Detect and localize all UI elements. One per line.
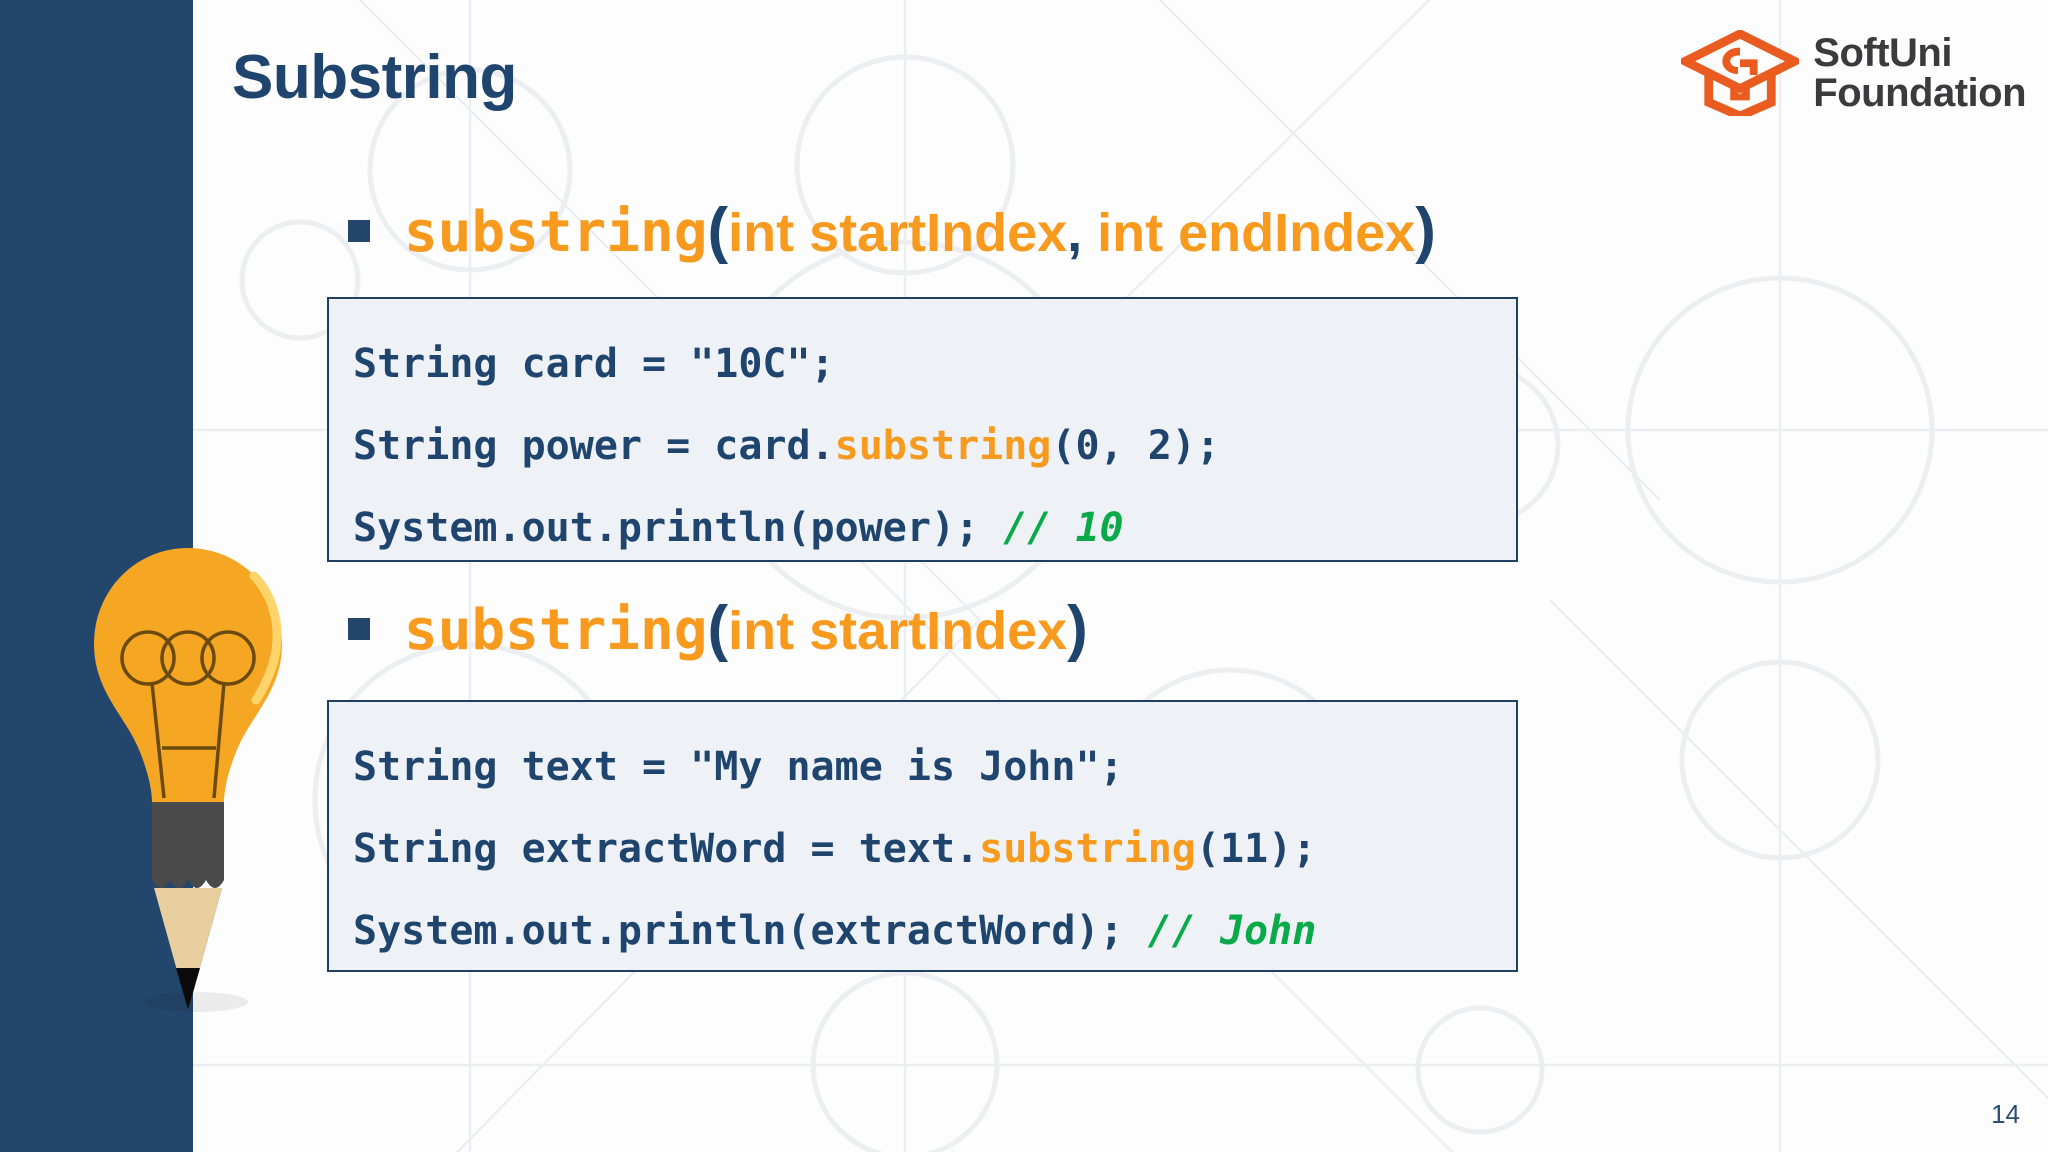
code-keyword: substring bbox=[834, 423, 1052, 469]
code-text: System.out.println(power); bbox=[353, 505, 1004, 551]
method-name: substring bbox=[404, 598, 708, 663]
param-1: int endIndex bbox=[1097, 203, 1416, 263]
code-comment: // 10 bbox=[1003, 505, 1124, 551]
page-title: Substring bbox=[232, 43, 517, 112]
code-block-2: String text = "My name is John"; String … bbox=[327, 700, 1518, 972]
param-separator: , bbox=[1067, 203, 1098, 263]
code-line: System.out.println(power); // 10 bbox=[353, 487, 1516, 569]
lightbulb-pencil-icon bbox=[94, 548, 282, 1012]
code-line: String power = card.substring(0, 2); bbox=[353, 405, 1516, 487]
code-line: String extractWord = text.substring(11); bbox=[353, 808, 1516, 890]
page-number: 14 bbox=[1991, 1099, 2020, 1129]
code-line: System.out.println(extractWord); // John bbox=[353, 890, 1516, 972]
code-block-1: String card = "10C"; String power = card… bbox=[327, 297, 1518, 562]
bullet-signature-2: substring(int startIndex) bbox=[348, 598, 1088, 660]
method-signature: substring(int startIndex) bbox=[404, 598, 1088, 660]
code-text-post: (0, 2); bbox=[1051, 423, 1220, 469]
code-keyword: substring bbox=[979, 826, 1196, 872]
square-bullet-icon bbox=[348, 220, 370, 242]
param-0: int startIndex bbox=[728, 601, 1068, 661]
param-0: int startIndex bbox=[728, 203, 1068, 263]
graduation-cap-icon bbox=[1681, 30, 1800, 116]
method-signature: substring(int startIndex, int endIndex) bbox=[404, 200, 1436, 262]
square-bullet-icon bbox=[348, 618, 370, 640]
logo-line-2: Foundation bbox=[1813, 71, 2026, 115]
method-name: substring bbox=[404, 200, 708, 265]
logo-wordmark: SoftUni Foundation bbox=[1813, 33, 2026, 113]
code-line: String text = "My name is John"; bbox=[353, 726, 1516, 808]
code-text: String card = "10C"; bbox=[353, 341, 835, 387]
logo-line-1: SoftUni bbox=[1813, 31, 1952, 75]
code-line: String card = "10C"; bbox=[353, 323, 1516, 405]
code-comment: // John bbox=[1147, 908, 1317, 954]
code-text: String extractWord = text. bbox=[353, 826, 980, 872]
close-paren: ) bbox=[1415, 196, 1436, 265]
bullet-signature-1: substring(int startIndex, int endIndex) bbox=[348, 200, 1436, 262]
open-paren: ( bbox=[707, 594, 729, 663]
code-text: String power = card. bbox=[353, 423, 835, 469]
code-text: System.out.println(extractWord); bbox=[353, 908, 1148, 954]
softuni-foundation-logo: SoftUni Foundation bbox=[1681, 30, 2026, 116]
open-paren: ( bbox=[707, 196, 729, 265]
close-paren: ) bbox=[1067, 594, 1088, 663]
code-text: String text = "My name is John"; bbox=[353, 744, 1124, 790]
code-text-post: (11); bbox=[1195, 826, 1317, 872]
